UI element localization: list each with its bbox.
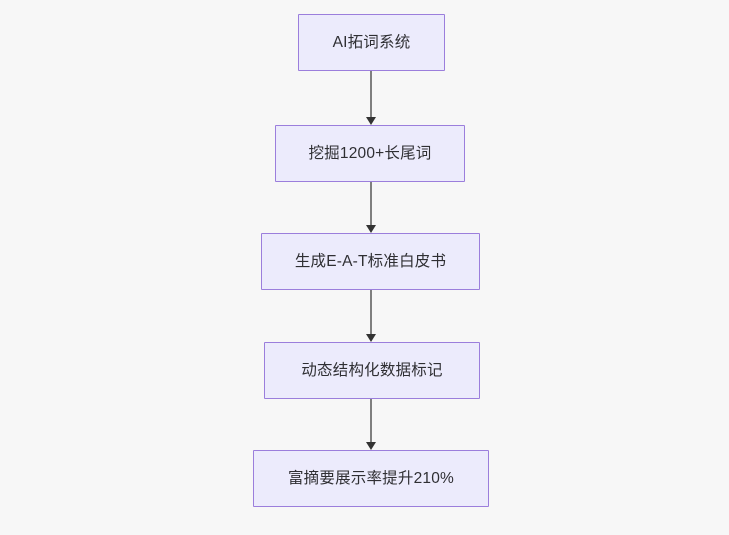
flow-node-1-label: AI拓词系统 [332,33,411,51]
flow-node-3-label: 生成E-A-T标准白皮书 [294,252,447,270]
flow-node-5[interactable]: 富摘要展示率提升210% [253,450,489,507]
flow-node-4[interactable]: 动态结构化数据标记 [264,342,480,399]
flow-connector-1-2 [370,71,372,117]
flow-node-2-label: 挖掘1200+长尾词 [308,144,432,162]
flow-connector-2-3 [370,182,372,225]
flow-connector-4-5 [370,399,372,442]
flow-arrowhead-2-3 [365,225,376,233]
flow-node-5-label: 富摘要展示率提升210% [287,469,455,487]
flow-connector-3-4 [370,290,372,334]
flow-arrowhead-4-5 [365,442,376,450]
flow-arrowhead-3-4 [365,334,376,342]
flow-arrowhead-1-2 [365,117,376,125]
flow-node-4-label: 动态结构化数据标记 [301,361,443,379]
flow-node-2[interactable]: 挖掘1200+长尾词 [275,125,465,182]
flow-node-3[interactable]: 生成E-A-T标准白皮书 [261,233,480,290]
flow-node-1[interactable]: AI拓词系统 [298,14,445,71]
